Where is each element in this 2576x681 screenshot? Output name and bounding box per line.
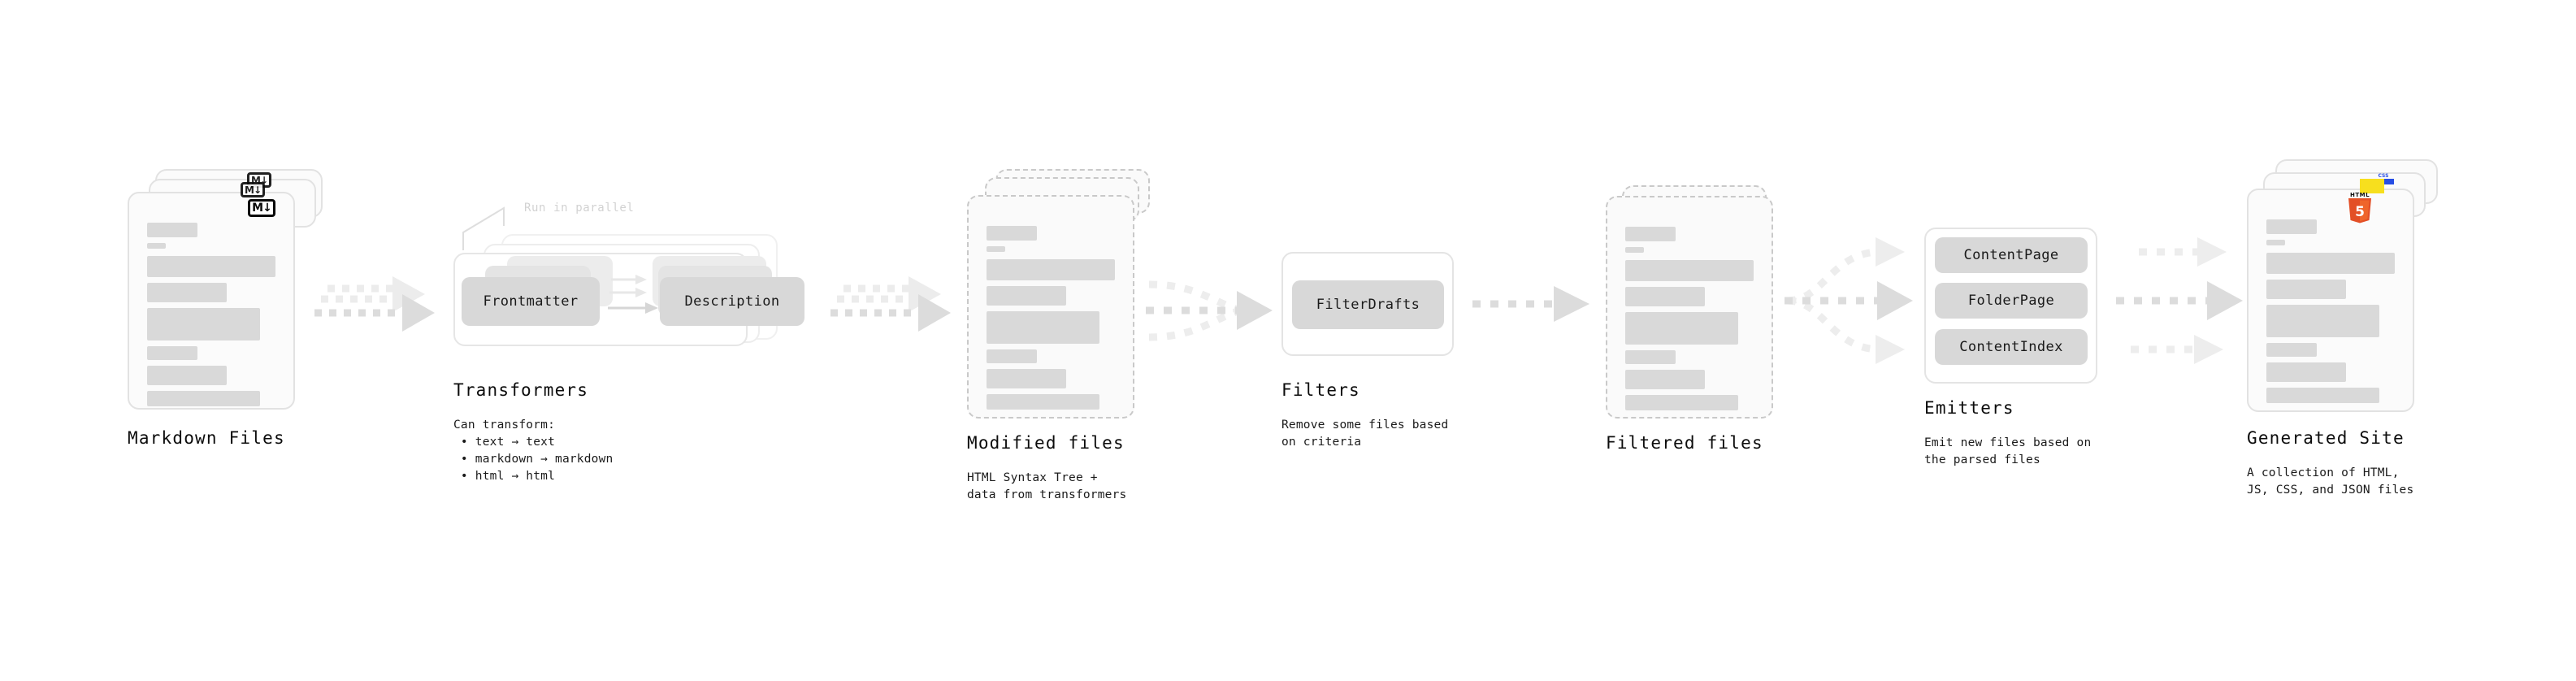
content-bar [987,246,1005,252]
content-bar [987,286,1066,306]
transformer-chip-label: Frontmatter [483,293,579,310]
stage-subtitle-modified-files: HTML Syntax Tree + data from transformer… [967,471,1127,502]
stage-subtitle-generated-site: A collection of HTML, JS, CSS, and JSON … [2247,466,2414,497]
content-bar [1625,395,1739,410]
modified-file-card-front [967,195,1134,419]
site-file-card-html [2247,189,2414,412]
stage-title-filters: Filters [1281,380,1360,400]
content-bar [2266,388,2380,403]
markdown-file-card-front [128,192,295,410]
transformer-chip-description[interactable]: Description [660,277,804,326]
content-bar [2266,305,2380,337]
stage-title-generated-site: Generated Site [2247,428,2405,448]
content-bar [1625,247,1644,253]
content-bar [2266,219,2317,234]
content-bar [2266,280,2346,299]
content-bar [1625,350,1676,364]
content-bar [147,366,227,385]
emitter-chip-label: ContentIndex [1959,339,2063,355]
emitter-chip-label: FolderPage [1967,293,2055,309]
filter-chip-filterdrafts[interactable]: FilterDrafts [1292,280,1444,329]
emitter-chip-contentindex[interactable]: ContentIndex [1935,329,2088,365]
content-bar [147,391,261,406]
stage-generated-site: CSS HTML 5 Generated Site A collection o… [0,0,2438,497]
content-bar [147,308,261,340]
content-bar [987,226,1037,241]
content-bar [2266,240,2285,245]
run-in-parallel-bracket [462,206,505,250]
content-bar [987,259,1115,280]
stage-title-modified-files: Modified files [967,433,1125,453]
html5-icon: HTML 5 [2347,192,2373,223]
content-bar [987,311,1100,344]
content-bar [1625,312,1739,345]
content-bar [147,223,197,237]
content-bar [1625,260,1754,281]
arrow-emitters-to-site [2116,237,2243,364]
markdown-icon: M↓ [248,199,275,217]
modified-file-content [987,226,1115,415]
content-bar [147,256,275,277]
content-bar [2266,253,2395,274]
run-in-parallel-caption: Run in parallel [524,202,635,215]
stage-subtitle-emitters: Emit new files based on the parsed files [1924,436,2092,467]
emitter-chip-contentpage[interactable]: ContentPage [1935,237,2088,273]
content-bar [1625,370,1705,389]
markdown-icon: M↓ [241,182,265,197]
content-bar [2266,362,2346,382]
stage-title-markdown-files: Markdown Files [128,428,285,448]
content-bar [147,346,197,360]
arrow-modified-to-filters [1146,280,1273,341]
stage-subtitle-transformers: Can transform: • text → text • markdown … [453,419,614,484]
emitter-chip-folderpage[interactable]: FolderPage [1935,283,2088,319]
content-bar [1625,227,1676,241]
svg-text:5: 5 [2355,204,2365,220]
content-bar [987,349,1037,363]
stage-title-transformers: Transformers [453,380,589,400]
content-bar [987,394,1100,410]
transformer-chip-frontmatter[interactable]: Frontmatter [462,277,600,326]
filtered-file-card-front [1606,196,1773,419]
markdown-file-content [147,223,275,412]
arrow-markdown-to-transformers [314,276,435,332]
arrow-filtered-to-emitters [1785,237,1913,364]
content-bar [147,283,227,302]
js-icon [2360,179,2384,193]
stage-title-emitters: Emitters [1924,398,2014,418]
filter-chip-label: FilterDrafts [1316,297,1420,313]
transformer-inner-arrows [608,275,658,314]
site-file-content [2266,219,2395,409]
arrow-transformers-to-modified [830,276,951,332]
content-bar [1625,287,1705,306]
stage-title-filtered-files: Filtered files [1606,433,1763,453]
stage-subtitle-filters: Remove some files based on criteria [1281,419,1449,449]
transformer-chip-label: Description [684,293,780,310]
arrow-filters-to-filtered [1472,286,1589,322]
emitter-chip-label: ContentPage [1963,247,2059,263]
content-bar [987,369,1066,388]
content-bar [147,243,166,249]
content-bar [2266,343,2317,357]
filtered-file-content [1625,227,1754,416]
